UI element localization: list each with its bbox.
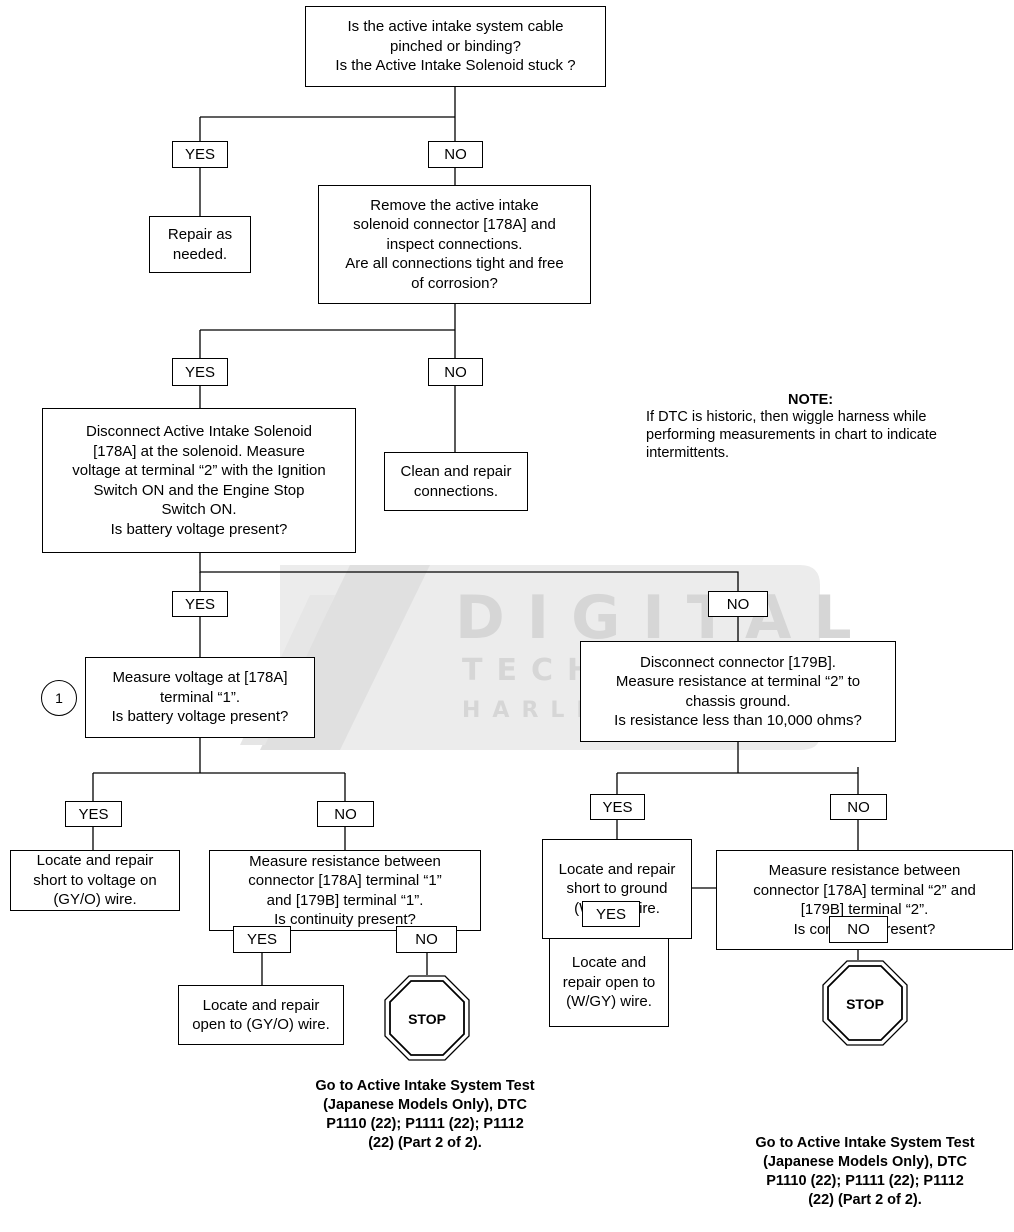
connector-line [92, 827, 346, 850]
yes-label: YES [590, 794, 645, 820]
connector-line [261, 953, 428, 985]
clean-repair-box: Clean and repair connections. [384, 452, 528, 511]
note-body: If DTC is historic, then wiggle harness … [646, 409, 937, 461]
connector-line [199, 87, 456, 141]
go-to-test-caption-left: Go to Active Intake System Test (Japanes… [315, 1078, 535, 1151]
measure-resistance-1-box: Measure resistance between connector [17… [209, 850, 481, 931]
disconnect-solenoid-box: Disconnect Active Intake Solenoid [178A]… [42, 408, 356, 553]
connector-line [199, 553, 739, 591]
no-label: NO [708, 591, 768, 617]
yes-label: YES [172, 591, 228, 617]
measure-voltage-178a-box: Measure voltage at [178A] terminal “1”. … [85, 657, 315, 738]
repair-as-needed-box: Repair as needed. [149, 216, 251, 273]
connector-line [199, 572, 739, 657]
note-title: NOTE: [788, 392, 834, 408]
question-cable-pinched: Is the active intake system cable pinche… [305, 6, 606, 87]
remove-connector-box: Remove the active intake solenoid connec… [318, 185, 591, 304]
no-label: NO [317, 801, 374, 827]
open-gyo-box: Locate and repair open to (GY/O) wire. [178, 985, 344, 1045]
connector-line [199, 386, 456, 452]
stop-text: STOP [408, 1011, 446, 1027]
yes-label: YES [233, 926, 291, 953]
no-label: NO [428, 358, 483, 386]
connector-line [199, 304, 456, 358]
stop-text: STOP [846, 996, 884, 1012]
yes-label: YES [65, 801, 122, 827]
no-label: NO [396, 926, 457, 953]
yes-label: YES [582, 901, 640, 927]
connector-line [199, 168, 456, 216]
open-wgy-box: Locate and repair open to (W/GY) wire. [549, 938, 669, 1027]
disconnect-179b-box: Disconnect connector [179B]. Measure res… [580, 641, 896, 742]
connector-line [616, 820, 859, 850]
short-to-voltage-box: Locate and repair short to voltage on (G… [10, 850, 180, 911]
go-to-test-caption-right: Go to Active Intake System Test (Japanes… [755, 1135, 975, 1208]
yes-label: YES [172, 358, 228, 386]
stop-sign-right: STOP [822, 960, 908, 1046]
step-marker-1: 1 [41, 680, 77, 716]
connector-line [616, 742, 859, 794]
no-label: NO [830, 794, 887, 820]
no-label: NO [428, 141, 483, 168]
no-label: NO [829, 916, 888, 943]
yes-label: YES [172, 141, 228, 168]
connector-line [92, 738, 346, 801]
stop-sign-left: STOP [384, 975, 470, 1061]
